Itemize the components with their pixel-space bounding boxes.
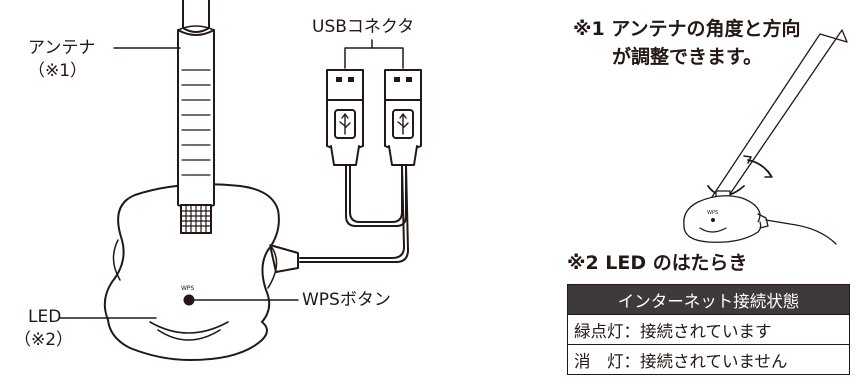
led-label: LED [28,307,62,327]
note1-line1: ※1 アンテナの角度と方向 [573,18,801,40]
base-stand [103,183,280,361]
usb-connector-label: USBコネクタ [312,17,415,37]
wps-button-icon [183,294,195,306]
led-status-table: インターネット接続状態 緑点灯：接続されています 消 灯：接続されていません [567,284,850,375]
led-table-row: 緑点灯：接続されています [567,314,850,345]
led-note-label: （※2） [14,330,74,350]
antenna-label: アンテナ [28,38,96,58]
usb-connector-right [384,69,422,166]
usb-leader-line-right [371,47,404,69]
usb-leader-line-left [344,39,373,69]
led-table-header: インターネット接続状態 [567,284,850,315]
cable-strain-relief [269,244,299,273]
wps-button-label: WPSボタン [302,290,391,310]
usb-cable [299,164,409,263]
note2-title: ※2 LED のはたらき [567,252,748,274]
usb-connector-left [326,69,364,166]
antenna [177,0,215,234]
note1-line2: が調整できます。 [612,46,763,68]
antenna-angle-illustration [683,29,848,245]
led-table-row: 消 灯：接続されていません [567,344,850,375]
wps-mark: WPS [181,285,195,292]
wps-mark-small: WPS [707,210,719,216]
antenna-note-label: （※1） [28,61,88,81]
